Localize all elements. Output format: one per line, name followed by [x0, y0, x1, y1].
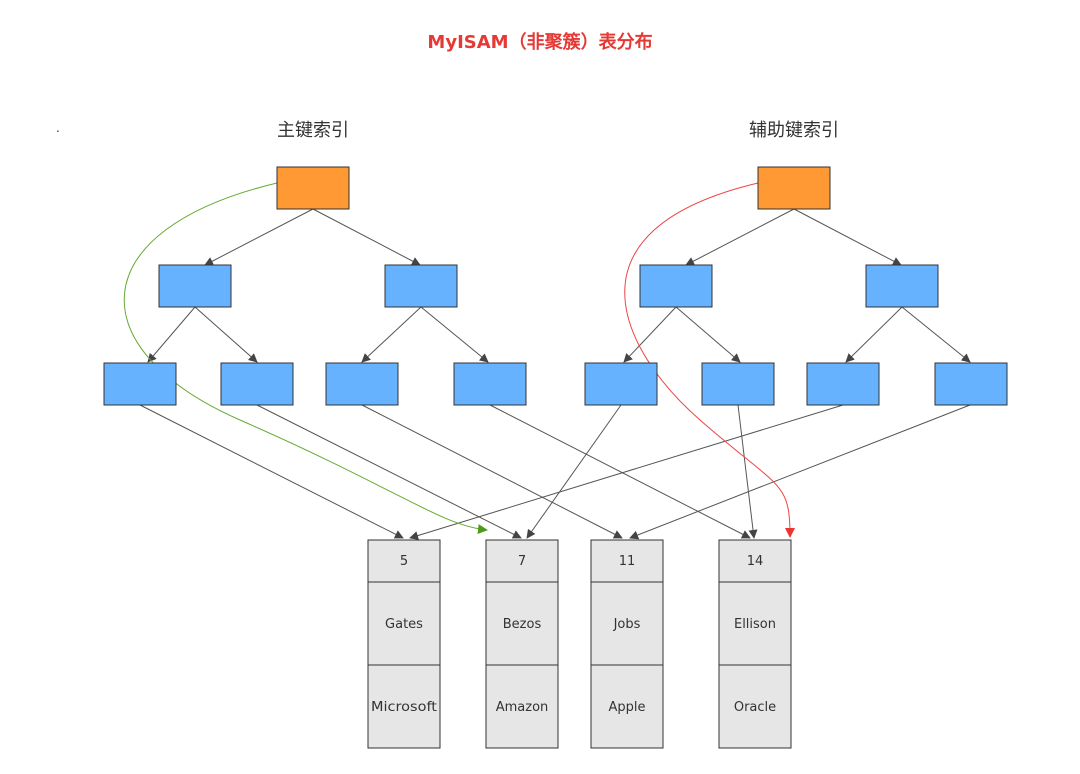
secondary-node-l — [639, 264, 713, 308]
record-5-company-cell — [367, 664, 441, 749]
record-7-name: Bezos — [503, 617, 542, 632]
record-14-company-cell — [718, 664, 792, 749]
primary-node-l — [158, 264, 232, 308]
record-11-name: Jobs — [613, 617, 641, 632]
secondary-edge-root-left — [685, 208, 795, 266]
primary-edge-l-ll — [147, 306, 196, 363]
primary-edge-root-left — [204, 208, 314, 266]
primary-leaf-4 — [453, 362, 527, 406]
secondary-edge-l-lr — [675, 306, 741, 363]
record-14: 14 Ellison Oracle — [718, 539, 792, 749]
edge-p4-rec14 — [489, 404, 751, 539]
primary-node-r — [384, 264, 458, 308]
primary-index-label: 主键索引 — [277, 120, 349, 141]
secondary-edge-root-right — [793, 208, 902, 266]
secondary-index-label: 辅助键索引 — [749, 120, 839, 141]
edge-p3-rec11 — [361, 404, 623, 539]
secondary-root-node — [757, 166, 831, 210]
secondary-leaf-3 — [806, 362, 880, 406]
record-14-id-cell — [718, 539, 792, 583]
record-7-company-cell — [485, 664, 559, 749]
data-records: 5 Gates Microsoft 7 Bezos Amazon 11 Jobs… — [367, 539, 792, 749]
edge-s1-rec7 — [526, 404, 622, 539]
edge-s4-rec11 — [629, 404, 971, 540]
secondary-leaf-2 — [701, 362, 775, 406]
secondary-edge-l-ll — [623, 306, 677, 363]
secondary-leaf-4 — [934, 362, 1008, 406]
primary-tree-edges — [147, 208, 489, 363]
secondary-node-r — [865, 264, 939, 308]
secondary-search-path — [624, 182, 795, 538]
secondary-tree-nodes — [584, 166, 1008, 406]
edge-p1-rec5 — [139, 404, 404, 539]
primary-leaf-3 — [325, 362, 399, 406]
record-5-name: Gates — [385, 617, 423, 632]
record-14-name: Ellison — [734, 617, 776, 632]
record-7: 7 Bezos Amazon — [485, 539, 559, 749]
record-7-id-cell — [485, 539, 559, 583]
record-11-company-cell — [590, 664, 664, 749]
record-7-id: 7 — [518, 554, 526, 569]
record-5: 5 Gates Microsoft — [367, 539, 441, 749]
secondary-tree-edges — [623, 208, 971, 363]
primary-edge-r-rr — [420, 306, 489, 363]
primary-root-node — [276, 166, 350, 210]
diagram-title: MyISAM（非聚簇）表分布 — [427, 31, 652, 53]
primary-leaf-1 — [103, 362, 177, 406]
record-11-id-cell — [590, 539, 664, 583]
record-5-company: Microsoft — [371, 700, 437, 715]
primary-edge-r-rl — [361, 306, 422, 363]
leaf-to-record-edges — [139, 404, 971, 540]
decor-dot: . — [56, 121, 60, 135]
record-11-name-cell — [590, 581, 664, 666]
edge-p2-rec7 — [256, 404, 522, 539]
record-14-company: Oracle — [734, 700, 776, 715]
record-14-id: 14 — [747, 554, 764, 569]
record-11-company: Apple — [608, 700, 645, 715]
primary-tree-nodes — [103, 166, 527, 406]
primary-search-path — [123, 182, 488, 535]
edge-s2-rec14 — [737, 404, 758, 539]
edge-s3-rec5 — [409, 404, 844, 540]
record-5-id: 5 — [400, 554, 408, 569]
primary-edge-root-right — [312, 208, 421, 266]
record-5-name-cell — [367, 581, 441, 666]
secondary-edge-r-rl — [845, 306, 903, 363]
record-7-company: Amazon — [496, 700, 549, 715]
primary-leaf-2 — [220, 362, 294, 406]
record-11-id: 11 — [619, 554, 636, 569]
secondary-edge-r-rr — [901, 306, 971, 363]
record-11: 11 Jobs Apple — [590, 539, 664, 749]
primary-edge-l-lr — [194, 306, 258, 363]
record-14-name-cell — [718, 581, 792, 666]
secondary-leaf-1 — [584, 362, 658, 406]
record-5-id-cell — [367, 539, 441, 583]
